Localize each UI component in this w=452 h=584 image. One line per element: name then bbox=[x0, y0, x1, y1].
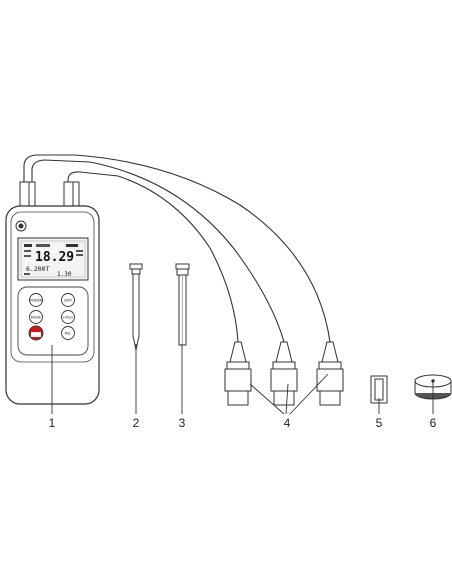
top-connectors bbox=[19, 181, 80, 209]
puck-center-icon bbox=[431, 379, 435, 383]
connector-right-b bbox=[72, 181, 80, 209]
callout-6: 6 bbox=[430, 416, 437, 430]
probe-connector-1-base bbox=[227, 390, 249, 406]
sensor-port-center-icon bbox=[18, 223, 24, 229]
lcd-indicator-icon bbox=[24, 250, 31, 252]
hold-button-label: HOLD bbox=[63, 316, 73, 320]
mode-button-label: MODE bbox=[31, 316, 41, 320]
key-hold[interactable]: HOLD bbox=[61, 310, 75, 324]
probe-connector-3-taper bbox=[321, 341, 339, 363]
cable-2 bbox=[31, 159, 285, 343]
lcd-main-reading: 18.29 bbox=[35, 250, 74, 265]
keypad-panel bbox=[17, 286, 89, 356]
power-button[interactable] bbox=[29, 293, 43, 307]
probe-connector-3-body bbox=[316, 368, 344, 392]
probe-connector-3-base bbox=[319, 390, 341, 406]
connector-left-b bbox=[28, 181, 36, 209]
probe-thin-cap bbox=[129, 263, 143, 270]
cable-1 bbox=[23, 154, 331, 343]
connector-right-a bbox=[63, 181, 74, 209]
probe-thin bbox=[129, 263, 143, 351]
cable-3 bbox=[67, 171, 239, 343]
probe-connector-2 bbox=[270, 341, 298, 406]
small-block-inner bbox=[374, 378, 384, 401]
leader-lines bbox=[51, 344, 434, 415]
callout-3: 3 bbox=[179, 416, 186, 430]
probe-tube bbox=[175, 263, 190, 346]
unit-button-label: UNIT bbox=[64, 299, 73, 303]
leader-4b bbox=[285, 383, 289, 415]
leader-4a bbox=[249, 383, 285, 415]
leader-4c bbox=[289, 373, 329, 415]
probe-tube-collar bbox=[176, 268, 189, 276]
meter-device: 18.29 6.200T 1.30 POWER UNIT MODE HOLD bbox=[5, 205, 100, 405]
probe-tube-cap bbox=[175, 263, 190, 270]
lcd-unit-icon bbox=[76, 250, 83, 252]
probe-connector-3 bbox=[316, 341, 344, 406]
lcd-frame bbox=[20, 240, 86, 278]
probe-thin-shaft bbox=[132, 273, 140, 351]
lcd-unit-icon bbox=[76, 254, 83, 256]
key-power[interactable]: POWER bbox=[29, 293, 43, 307]
key-red[interactable] bbox=[28, 325, 44, 341]
probe-thin-collar bbox=[131, 268, 141, 275]
probe-connector-1-body bbox=[224, 368, 252, 392]
probe-connector-3-ring bbox=[318, 361, 342, 370]
unit-button[interactable] bbox=[61, 293, 75, 307]
rel-button-label: REL bbox=[65, 332, 71, 336]
probe-connector-2-base bbox=[273, 390, 295, 406]
probe-connector-1-taper bbox=[229, 341, 247, 363]
lcd-secondary-reading: 6.200T bbox=[26, 265, 50, 273]
probe-connector-1-ring bbox=[226, 361, 250, 370]
lcd-indicator-icon bbox=[36, 244, 50, 247]
callout-4: 4 bbox=[284, 416, 291, 430]
lcd-indicator-icon bbox=[24, 255, 31, 257]
rel-button[interactable] bbox=[61, 326, 75, 340]
lcd-indicator-icon bbox=[24, 273, 30, 275]
probe-connector-2-body bbox=[270, 368, 298, 392]
connector-left-a bbox=[19, 181, 30, 209]
hold-button[interactable] bbox=[61, 310, 75, 324]
callout-1: 1 bbox=[49, 416, 56, 430]
probe-connector-1 bbox=[224, 341, 252, 406]
lcd-indicator-icon bbox=[24, 244, 32, 247]
cable-group bbox=[23, 154, 331, 343]
lcd-tertiary-reading: 1.30 bbox=[57, 271, 72, 278]
key-mode[interactable]: MODE bbox=[29, 310, 43, 324]
mode-button[interactable] bbox=[29, 310, 43, 324]
key-rel[interactable]: REL bbox=[61, 326, 75, 340]
battery-icon bbox=[66, 244, 78, 247]
callout-5: 5 bbox=[376, 416, 383, 430]
red-button-mark-icon bbox=[31, 332, 41, 337]
probe-connector-2-taper bbox=[275, 341, 293, 363]
callout-2: 2 bbox=[133, 416, 140, 430]
key-unit[interactable]: UNIT bbox=[61, 293, 75, 307]
power-button-label: POWER bbox=[30, 299, 43, 303]
probe-connector-2-ring bbox=[272, 361, 296, 370]
